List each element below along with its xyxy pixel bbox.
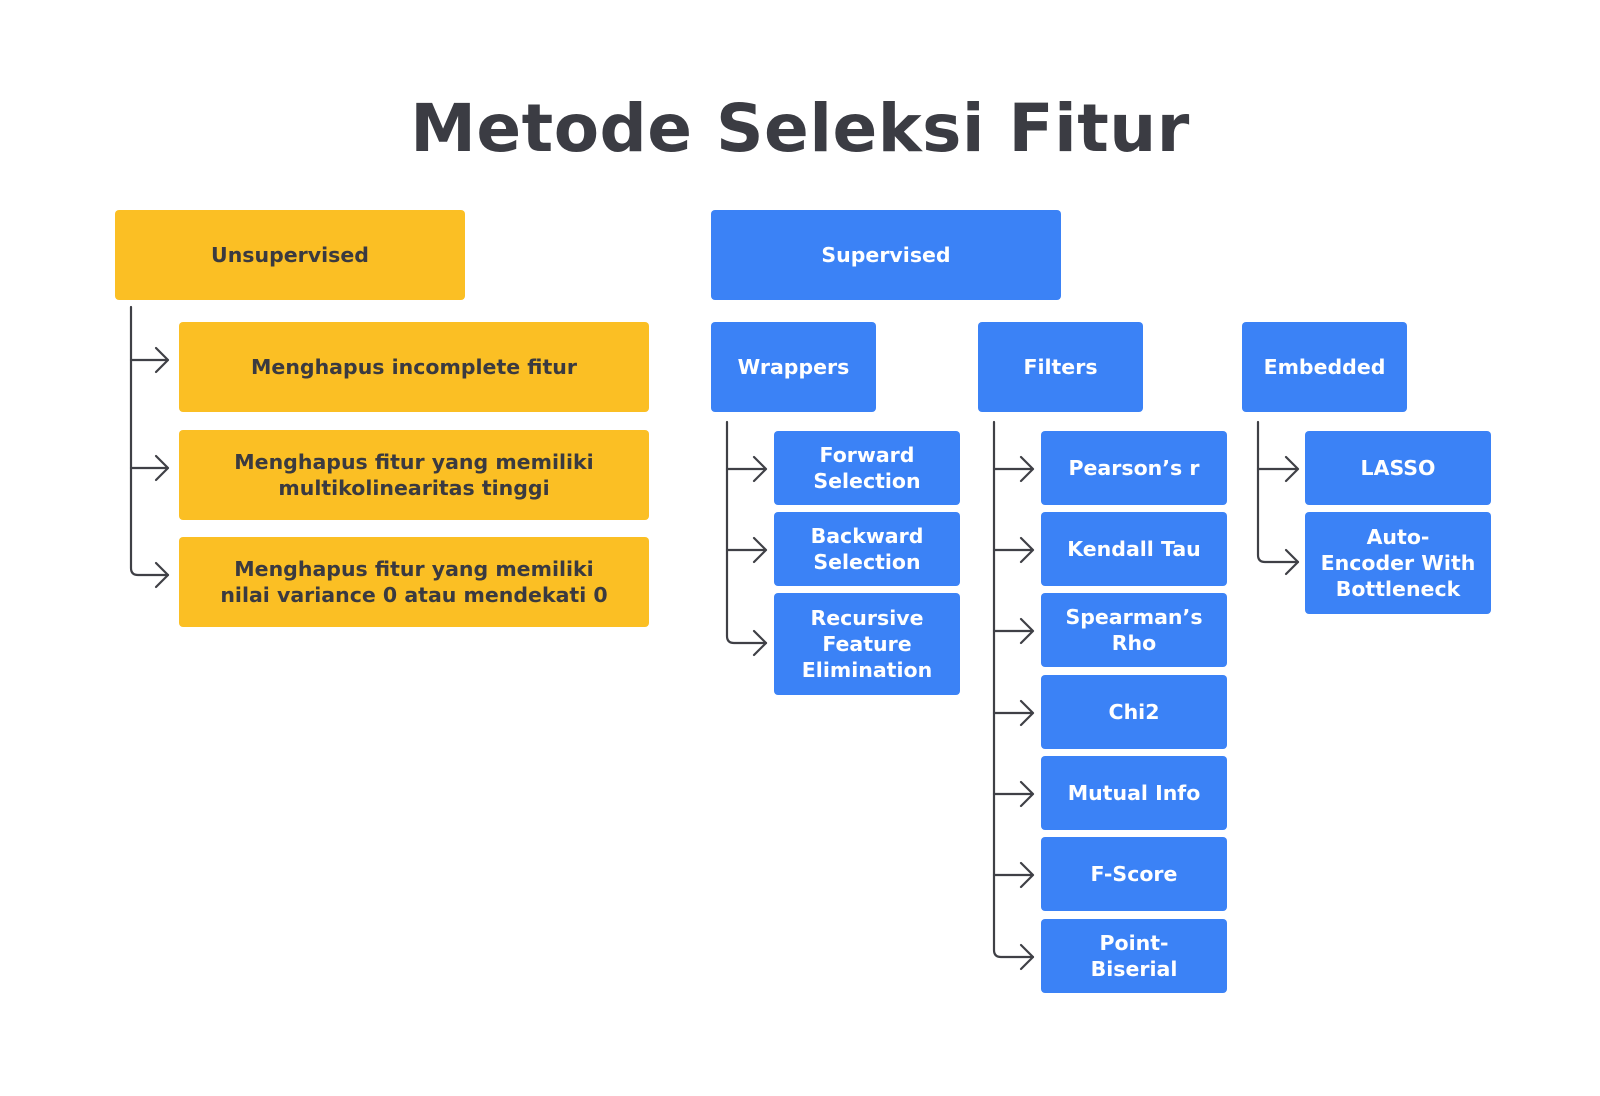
connector-filters-4 xyxy=(992,699,1035,727)
node-wrappers-item-3-label: Recursive Feature Elimination xyxy=(801,606,933,682)
node-unsupervised-item-3-label: Menghapus fitur yang memiliki nilai vari… xyxy=(220,557,608,607)
node-wrappers-item-3: Recursive Feature Elimination xyxy=(774,593,960,695)
connector-unsupervised-1 xyxy=(129,346,170,374)
node-wrappers: Wrappers xyxy=(711,322,876,412)
node-supervised: Supervised xyxy=(711,210,1061,300)
node-filters-item-4-label: Chi2 xyxy=(1108,700,1160,724)
connector-filters-7 xyxy=(1019,943,1035,971)
diagram-title: Metode Seleksi Fitur xyxy=(410,90,1190,167)
connector-filters-3 xyxy=(992,617,1035,645)
node-embedded-item-2: Auto- Encoder With Bottleneck xyxy=(1305,512,1491,614)
connector-filters-trunk xyxy=(992,420,1035,959)
node-unsupervised-item-1: Menghapus incomplete fitur xyxy=(179,322,649,412)
node-embedded-label: Embedded xyxy=(1263,355,1386,379)
connector-embedded-trunk xyxy=(1256,420,1300,564)
connector-wrappers-3 xyxy=(752,629,768,657)
node-filters-item-2: Kendall Tau xyxy=(1041,512,1227,586)
connector-unsupervised-2 xyxy=(129,454,170,482)
node-filters-item-1: Pearson’s r xyxy=(1041,431,1227,505)
node-filters-item-5: Mutual Info xyxy=(1041,756,1227,830)
node-wrappers-label: Wrappers xyxy=(737,355,850,379)
node-wrappers-item-2: Backward Selection xyxy=(774,512,960,586)
node-filters-item-1-label: Pearson’s r xyxy=(1068,456,1200,480)
node-embedded: Embedded xyxy=(1242,322,1407,412)
node-unsupervised-item-2: Menghapus fitur yang memiliki multikolin… xyxy=(179,430,649,520)
node-unsupervised-item-3: Menghapus fitur yang memiliki nilai vari… xyxy=(179,537,649,627)
connector-filters-6 xyxy=(992,861,1035,889)
connector-embedded-2 xyxy=(1284,548,1300,576)
node-unsupervised-label: Unsupervised xyxy=(211,243,369,267)
connector-unsupervised-trunk xyxy=(129,305,170,577)
node-filters-label: Filters xyxy=(1023,355,1098,379)
node-filters-item-5-label: Mutual Info xyxy=(1067,781,1201,805)
connector-wrappers-trunk xyxy=(725,420,768,645)
node-filters-item-3: Spearman’s Rho xyxy=(1041,593,1227,667)
connector-filters-1 xyxy=(992,455,1035,483)
node-embedded-item-2-label: Auto- Encoder With Bottleneck xyxy=(1320,525,1476,601)
node-filters: Filters xyxy=(978,322,1143,412)
connector-unsupervised-3 xyxy=(154,561,170,589)
connector-filters-2 xyxy=(992,536,1035,564)
node-embedded-item-1: LASSO xyxy=(1305,431,1491,505)
node-wrappers-item-1-label: Forward Selection xyxy=(813,443,921,493)
connector-wrappers-1 xyxy=(725,455,768,483)
node-filters-item-2-label: Kendall Tau xyxy=(1067,537,1201,561)
node-filters-item-6: F-Score xyxy=(1041,837,1227,911)
node-filters-item-3-label: Spearman’s Rho xyxy=(1065,605,1203,655)
node-filters-item-6-label: F-Score xyxy=(1090,862,1178,886)
node-supervised-label: Supervised xyxy=(821,243,951,267)
node-filters-item-7-label: Point- Biserial xyxy=(1090,931,1178,981)
node-unsupervised-item-2-label: Menghapus fitur yang memiliki multikolin… xyxy=(234,450,594,500)
node-unsupervised: Unsupervised xyxy=(115,210,465,300)
node-wrappers-item-1: Forward Selection xyxy=(774,431,960,505)
connector-wrappers-2 xyxy=(725,536,768,564)
connector-embedded-1 xyxy=(1256,455,1300,483)
node-wrappers-item-2-label: Backward Selection xyxy=(810,524,924,574)
node-filters-item-7: Point- Biserial xyxy=(1041,919,1227,993)
node-filters-item-4: Chi2 xyxy=(1041,675,1227,749)
node-embedded-item-1-label: LASSO xyxy=(1360,456,1436,480)
connector-filters-5 xyxy=(992,780,1035,808)
node-unsupervised-item-1-label: Menghapus incomplete fitur xyxy=(251,355,577,379)
